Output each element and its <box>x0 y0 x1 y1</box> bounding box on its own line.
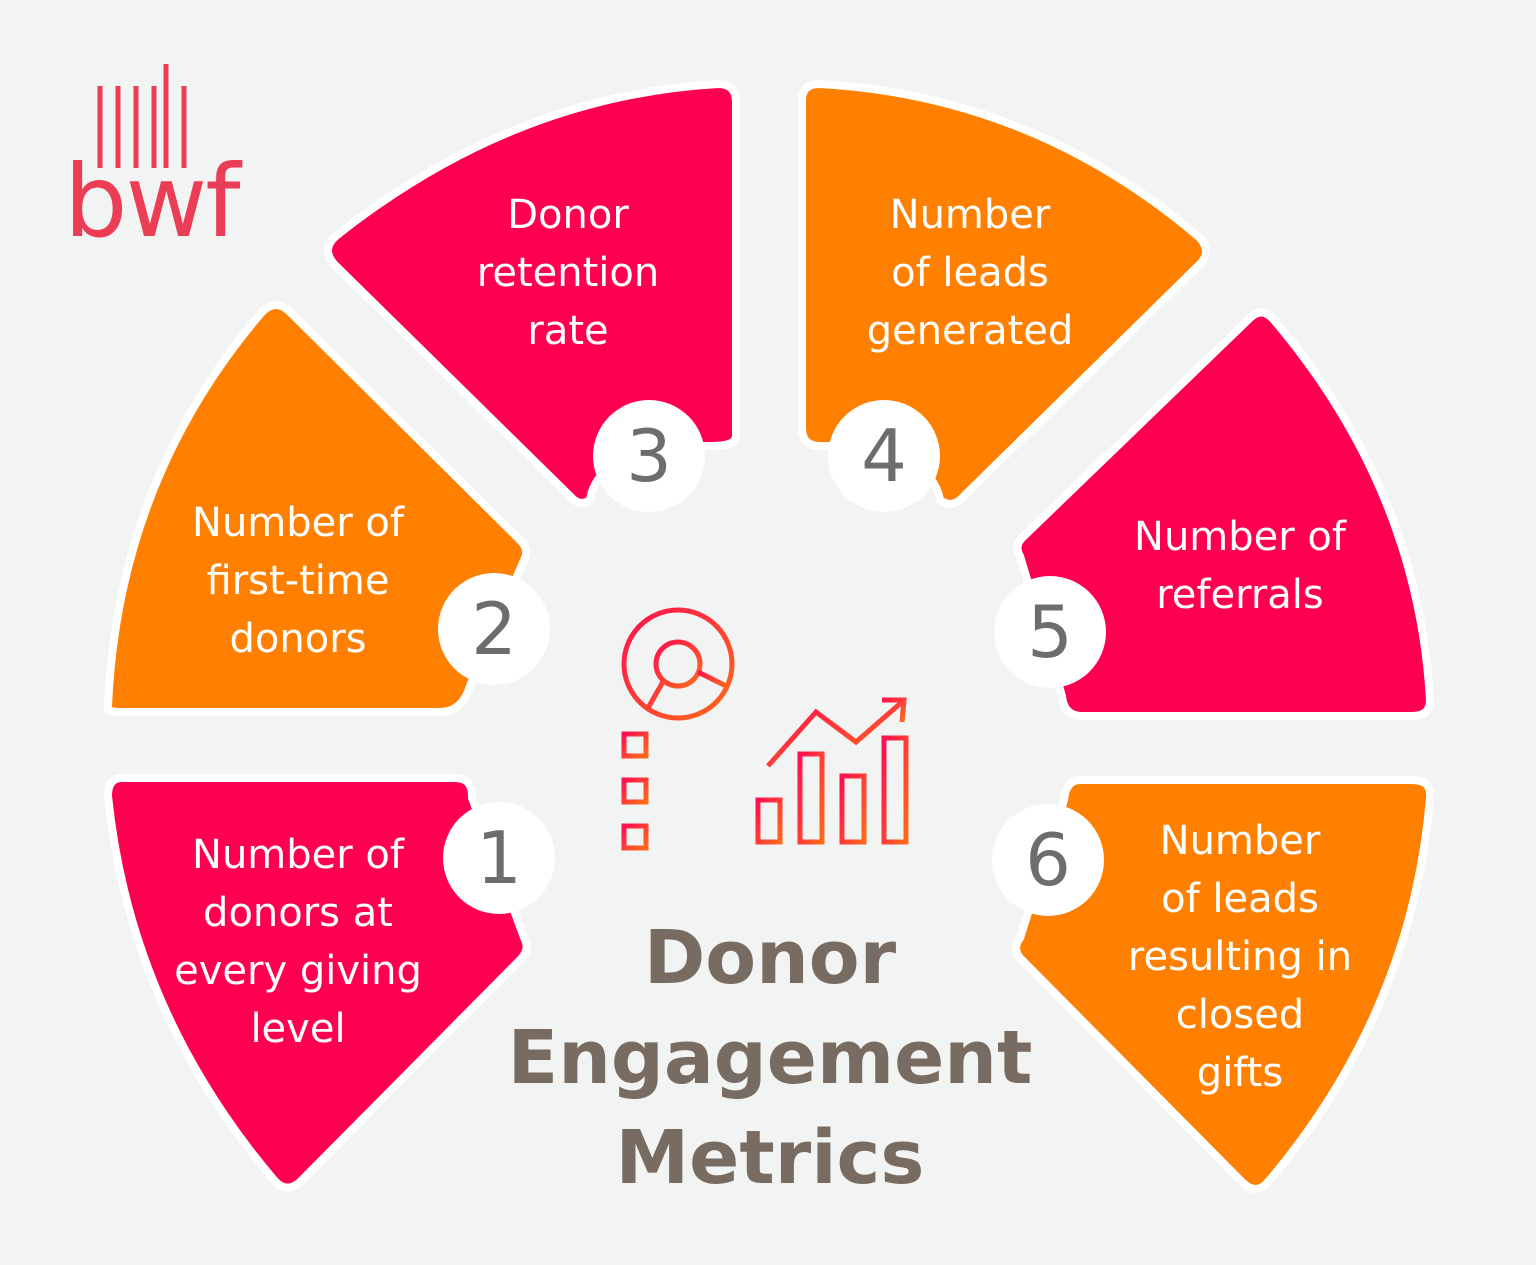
logo-wordmark: bwf <box>64 143 240 260</box>
metric-6-number: 6 <box>992 804 1104 916</box>
title-line-1: Donor <box>643 915 897 1001</box>
segment-1-shape <box>104 774 531 1192</box>
title-line-2: Engagement <box>507 1015 1033 1101</box>
analytics-dashboard-icon <box>621 607 909 851</box>
segment-5-shape <box>1013 308 1434 720</box>
title-line-3: Metrics <box>615 1115 925 1201</box>
metric-4-number: 4 <box>828 400 940 512</box>
segment-2-shape <box>103 301 531 716</box>
metric-2-number: 2 <box>438 573 550 685</box>
metric-3-number: 3 <box>593 400 705 512</box>
metric-6-label: Number of leads resulting in closed gift… <box>1127 818 1353 1096</box>
logo-bars-icon <box>97 64 187 168</box>
metric-4-label: Number of leads generated <box>866 192 1074 354</box>
metric-5-number: 5 <box>994 576 1106 688</box>
metric-2-label: Number of first-time donors <box>192 500 404 662</box>
metric-1-number: 1 <box>443 802 555 914</box>
metric-1-label: Number of donors at every giving level <box>174 832 422 1052</box>
page-title: Donor Engagement Metrics <box>470 908 1070 1208</box>
metric-3-label: Donor retention rate <box>476 192 660 354</box>
metric-5-label: Number of referrals <box>1134 514 1346 618</box>
segment-3-shape <box>324 80 740 507</box>
segment-6-shape <box>1012 776 1435 1193</box>
